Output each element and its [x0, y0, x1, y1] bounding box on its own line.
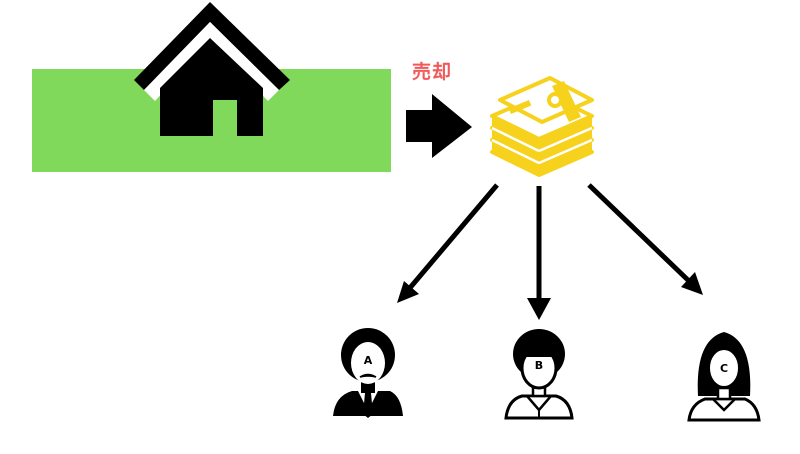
- arrow-to-person-b: [527, 186, 551, 320]
- arrow-to-person-a: [397, 183, 499, 303]
- arrow-to-person-c: [587, 183, 703, 295]
- person-a-icon: A: [333, 328, 403, 418]
- person-c-icon: C: [687, 332, 761, 422]
- sale-label: 売却: [412, 61, 453, 83]
- person-b-letter: B: [535, 359, 543, 372]
- money-stack-icon: [490, 76, 594, 177]
- house-icon: [134, 2, 290, 136]
- right-arrow-icon: [406, 94, 472, 158]
- person-b-icon: B: [504, 329, 574, 420]
- person-c-letter: C: [720, 362, 728, 375]
- person-a-letter: A: [364, 354, 373, 367]
